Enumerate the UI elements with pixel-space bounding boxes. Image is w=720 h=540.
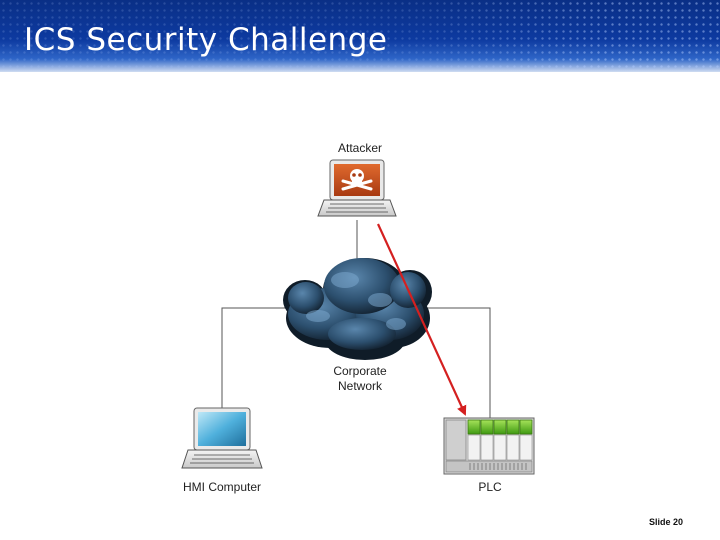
attacker-label: Attacker xyxy=(337,141,382,155)
network-links xyxy=(221,220,491,418)
link-network-plc xyxy=(420,307,491,418)
skull-crossbones-icon xyxy=(341,169,373,191)
title-bar-pattern xyxy=(0,0,720,72)
page-title: ICS Security Challenge xyxy=(24,22,388,58)
title-bar: ICS Security Challenge xyxy=(0,0,720,72)
plc-label: PLC xyxy=(478,480,502,494)
hmi-computer-label: HMI Computer xyxy=(182,480,262,494)
link-network-hmi xyxy=(221,307,296,408)
attack-path-arrow xyxy=(376,223,467,416)
title-bar-dots xyxy=(420,0,720,72)
hmi-laptop-icon xyxy=(181,407,263,469)
slide-number: Slide 20 xyxy=(648,517,684,527)
network-label-line2: Network xyxy=(337,379,382,393)
corporate-network-label: Corporate Network xyxy=(310,364,410,394)
cloud-icon xyxy=(283,258,432,360)
network-label-line1: Corporate xyxy=(333,364,387,378)
plc-rack-icon xyxy=(443,417,535,475)
attacker-laptop-icon xyxy=(317,159,397,217)
